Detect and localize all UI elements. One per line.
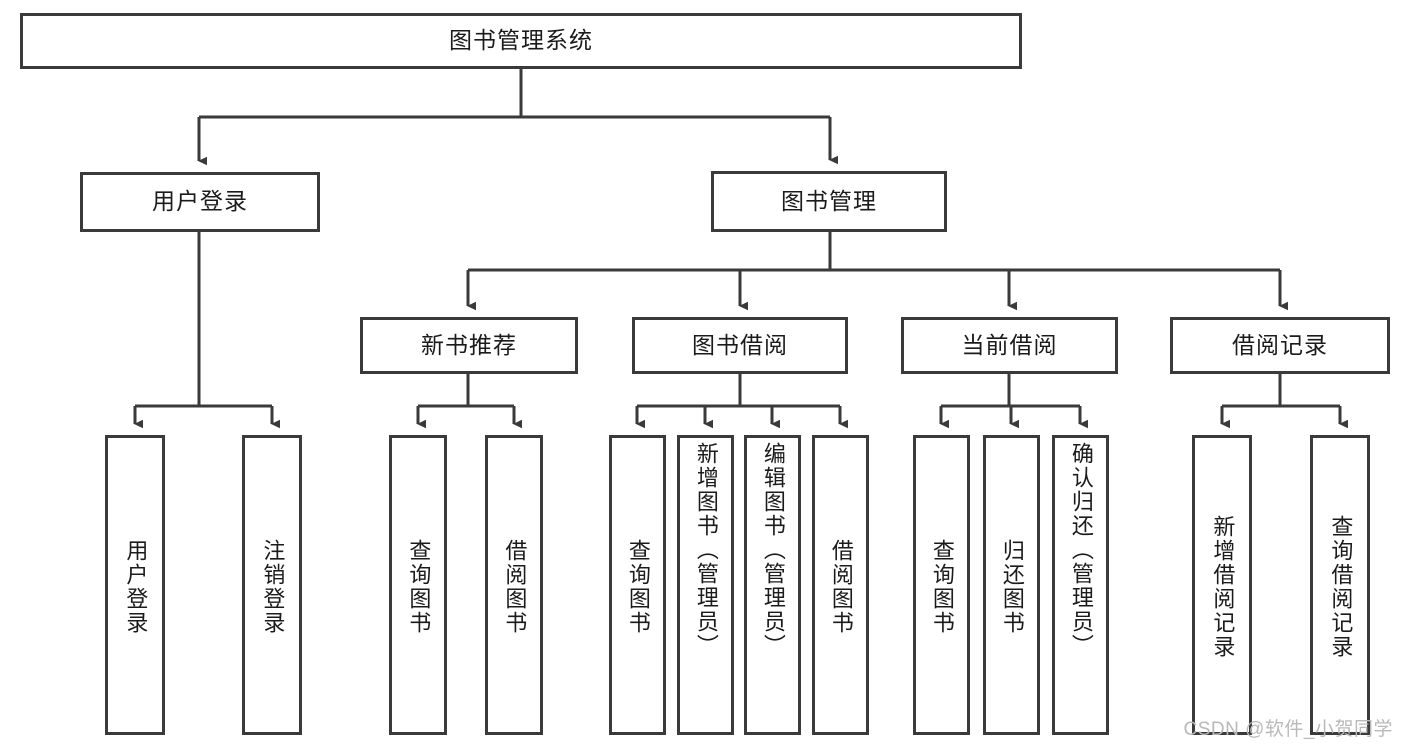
node-borrow-records[interactable]: 借阅记录	[1170, 317, 1390, 374]
leaf-query-book-current-label: 查询图书	[929, 539, 955, 635]
leaf-add-borrow-record[interactable]: 新增借阅记录	[1192, 435, 1252, 735]
node-borrow-records-label: 借阅记录	[1232, 331, 1328, 358]
node-user-login[interactable]: 用户登录	[80, 172, 320, 232]
node-new-book-recommendation-label: 新书推荐	[421, 331, 517, 358]
leaf-borrow-book-recommendation[interactable]: 借阅图书	[485, 435, 543, 735]
leaf-return-book-label: 归还图书	[999, 539, 1025, 635]
leaf-query-book-current[interactable]: 查询图书	[913, 435, 970, 735]
leaf-add-book-admin[interactable]: 新增图书（管理员）	[677, 435, 734, 735]
leaf-user-login[interactable]: 用户登录	[105, 435, 165, 735]
leaf-user-login-label: 用户登录	[123, 539, 149, 635]
node-root-label: 图书管理系统	[449, 27, 593, 54]
leaf-borrow-book-borrowing-label: 借阅图书	[828, 539, 854, 635]
leaf-add-book-admin-label: 新增图书（管理员）	[693, 442, 719, 658]
node-book-management[interactable]: 图书管理	[711, 171, 947, 232]
leaf-confirm-return-admin-label: 确认归还（管理员）	[1068, 442, 1094, 658]
leaf-logout[interactable]: 注销登录	[242, 435, 302, 735]
leaf-query-book-borrowing[interactable]: 查询图书	[609, 435, 666, 735]
leaf-query-borrow-record-label: 查询借阅记录	[1328, 515, 1354, 659]
leaf-query-book-recommendation-label: 查询图书	[406, 539, 432, 635]
leaf-edit-book-admin[interactable]: 编辑图书（管理员）	[744, 435, 801, 735]
node-book-borrowing[interactable]: 图书借阅	[632, 317, 848, 374]
node-user-login-label: 用户登录	[152, 188, 248, 215]
node-book-borrowing-label: 图书借阅	[692, 331, 788, 358]
node-current-borrowing[interactable]: 当前借阅	[901, 317, 1118, 374]
leaf-logout-label: 注销登录	[260, 539, 286, 635]
leaf-return-book[interactable]: 归还图书	[983, 435, 1040, 735]
leaf-query-book-borrowing-label: 查询图书	[625, 539, 651, 635]
leaf-confirm-return-admin[interactable]: 确认归还（管理员）	[1052, 435, 1109, 735]
leaf-query-borrow-record[interactable]: 查询借阅记录	[1310, 435, 1370, 735]
node-new-book-recommendation[interactable]: 新书推荐	[360, 317, 578, 374]
leaf-edit-book-admin-label: 编辑图书（管理员）	[760, 442, 786, 658]
leaf-borrow-book-borrowing[interactable]: 借阅图书	[812, 435, 869, 735]
leaf-add-borrow-record-label: 新增借阅记录	[1210, 515, 1236, 659]
node-root-system[interactable]: 图书管理系统	[20, 13, 1022, 69]
node-current-borrowing-label: 当前借阅	[961, 331, 1058, 358]
node-book-management-label: 图书管理	[781, 187, 877, 214]
leaf-borrow-book-recommendation-label: 借阅图书	[502, 539, 528, 635]
leaf-query-book-recommendation[interactable]: 查询图书	[389, 435, 447, 735]
